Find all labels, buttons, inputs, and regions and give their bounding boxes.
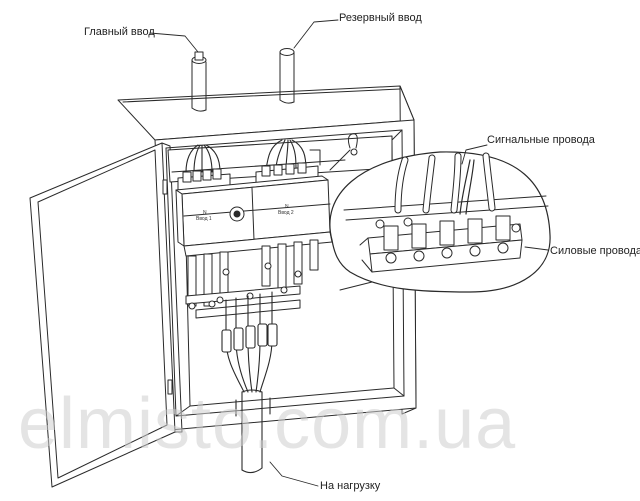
- unit-left-n: N: [203, 210, 207, 216]
- detail-callout: [329, 149, 551, 293]
- cabinet-door: [29, 142, 183, 488]
- label-reserve-input: Резервный ввод: [339, 12, 422, 24]
- label-to-load: На нагрузку: [320, 480, 381, 492]
- label-leaders: [149, 19, 549, 487]
- transfer-switch: [175, 162, 333, 257]
- input-cables-top: [191, 48, 295, 112]
- unit-right-n: N: [285, 204, 289, 210]
- leader-reserve-input: [293, 19, 339, 49]
- output-busbars: [185, 239, 319, 319]
- leader-power-wires: [524, 246, 549, 251]
- label-signal-wires: Сигнальные провода: [487, 134, 595, 146]
- mounting-panel: [167, 133, 393, 183]
- leader-main-input: [149, 32, 199, 53]
- leader-signal-wires: [461, 144, 488, 165]
- unit-left-name: Ввод 1: [196, 216, 212, 222]
- unit-right-name: Ввод 2: [278, 210, 294, 216]
- label-power-wires: Силовые провода: [550, 245, 640, 257]
- leader-to-load: [269, 461, 319, 487]
- label-main-input: Главный ввод: [84, 26, 155, 38]
- output-cables: [221, 291, 278, 474]
